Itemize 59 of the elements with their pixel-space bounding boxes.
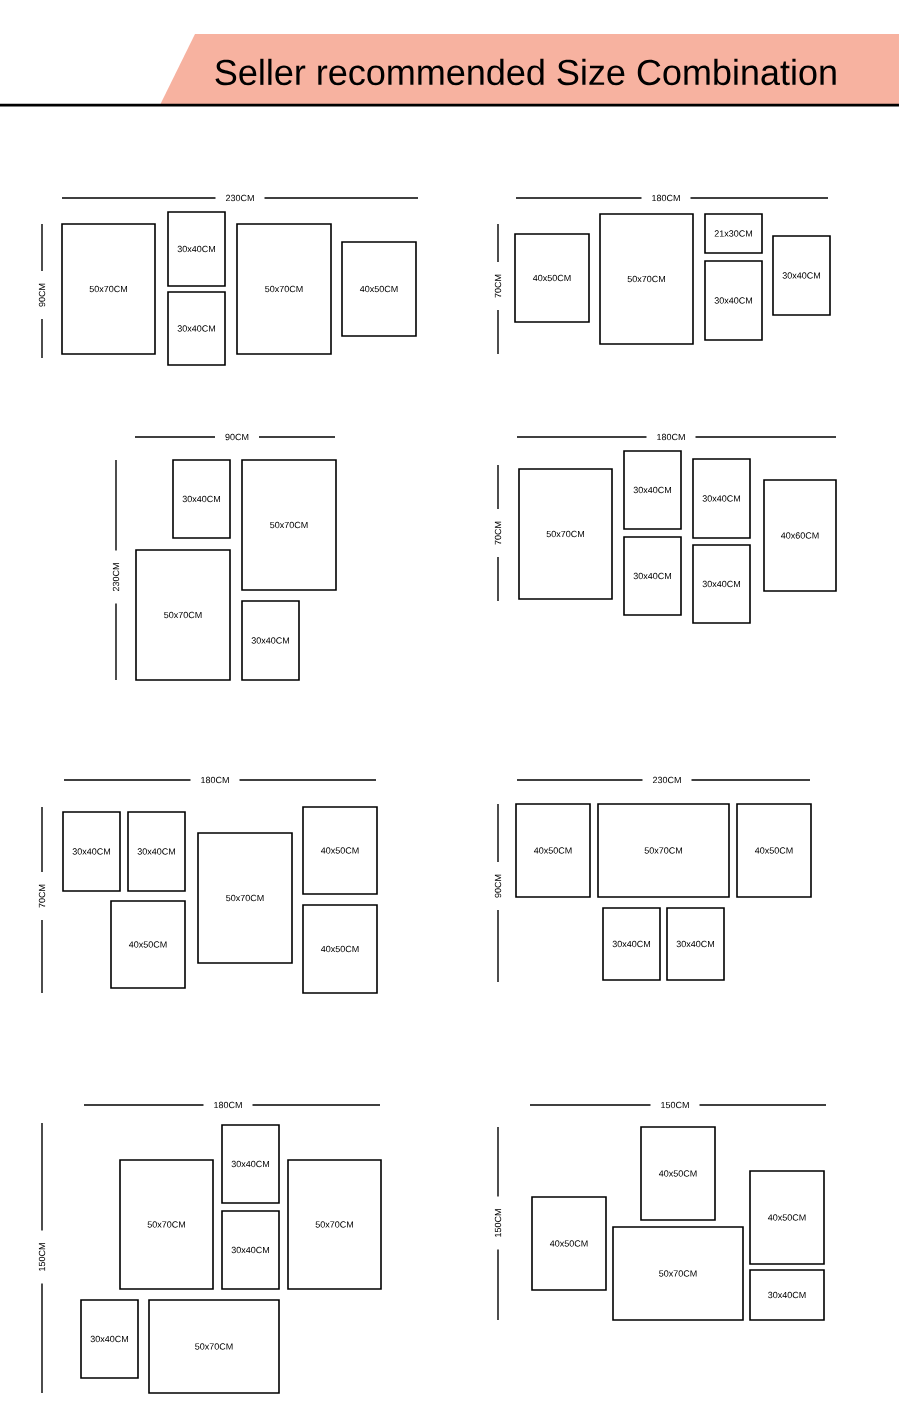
frame-box: 50x70CM (287, 1159, 382, 1290)
dimension-label: 180CM (190, 775, 240, 785)
frame-box: 30x40CM (704, 260, 763, 341)
frame-box: 50x70CM (597, 803, 730, 898)
frame-box: 30x40CM (221, 1210, 280, 1290)
frame-box: 30x40CM (172, 459, 231, 539)
dimension-label: 230CM (111, 550, 121, 604)
frame-box: 50x70CM (599, 213, 694, 345)
frame-box: 30x40CM (692, 544, 751, 624)
frame-box: 30x40CM (666, 907, 725, 981)
dimension-label: 150CM (493, 1196, 503, 1250)
frame-box: 21x30CM (704, 213, 763, 254)
frame-box: 40x50CM (110, 900, 186, 989)
dimension-label: 70CM (37, 872, 47, 920)
frame-box: 40x50CM (341, 241, 417, 337)
frame-box: 50x70CM (612, 1226, 744, 1321)
frame-box: 40x50CM (514, 233, 590, 323)
frame-box: 30x40CM (772, 235, 831, 316)
dimension-label: 150CM (650, 1100, 700, 1110)
frame-box: 30x40CM (623, 536, 682, 616)
frame-box: 40x50CM (749, 1170, 825, 1265)
frame-box: 30x40CM (167, 211, 226, 287)
title-banner: Seller recommended Size Combination (160, 34, 899, 105)
frame-box: 30x40CM (62, 811, 121, 892)
frame-box: 40x50CM (640, 1126, 716, 1221)
frame-box: 50x70CM (61, 223, 156, 355)
dimension-label: 90CM (37, 271, 47, 319)
frame-box: 50x70CM (241, 459, 337, 591)
frame-box: 30x40CM (623, 450, 682, 530)
frame-box: 30x40CM (80, 1299, 139, 1379)
frame-box: 50x70CM (236, 223, 332, 355)
frame-box: 30x40CM (127, 811, 186, 892)
frame-box: 50x70CM (119, 1159, 214, 1290)
frame-box: 30x40CM (241, 600, 300, 681)
frame-box: 30x40CM (602, 907, 661, 981)
frame-box: 30x40CM (749, 1269, 825, 1321)
frame-box: 50x70CM (197, 832, 293, 964)
dimension-label: 70CM (493, 262, 503, 310)
frame-box: 30x40CM (167, 291, 226, 366)
dimension-label: 90CM (493, 862, 503, 910)
dimension-label: 180CM (203, 1100, 253, 1110)
dimension-label: 90CM (215, 432, 259, 442)
frame-box: 30x40CM (692, 458, 751, 539)
dimension-label: 230CM (642, 775, 692, 785)
frame-box: 50x70CM (518, 468, 613, 600)
frame-box: 30x40CM (221, 1124, 280, 1204)
frame-box: 40x60CM (763, 479, 837, 592)
dimension-label: 180CM (641, 193, 691, 203)
dimension-label: 180CM (646, 432, 696, 442)
frame-box: 40x50CM (531, 1196, 607, 1291)
frame-box: 40x50CM (515, 803, 591, 898)
frame-box: 40x50CM (736, 803, 812, 898)
frame-box: 50x70CM (148, 1299, 280, 1394)
frame-box: 50x70CM (135, 549, 231, 681)
dimension-label: 150CM (37, 1230, 47, 1284)
dimension-label: 230CM (215, 193, 265, 203)
frame-box: 40x50CM (302, 806, 378, 895)
frame-box: 40x50CM (302, 904, 378, 994)
dimension-label: 70CM (493, 509, 503, 557)
